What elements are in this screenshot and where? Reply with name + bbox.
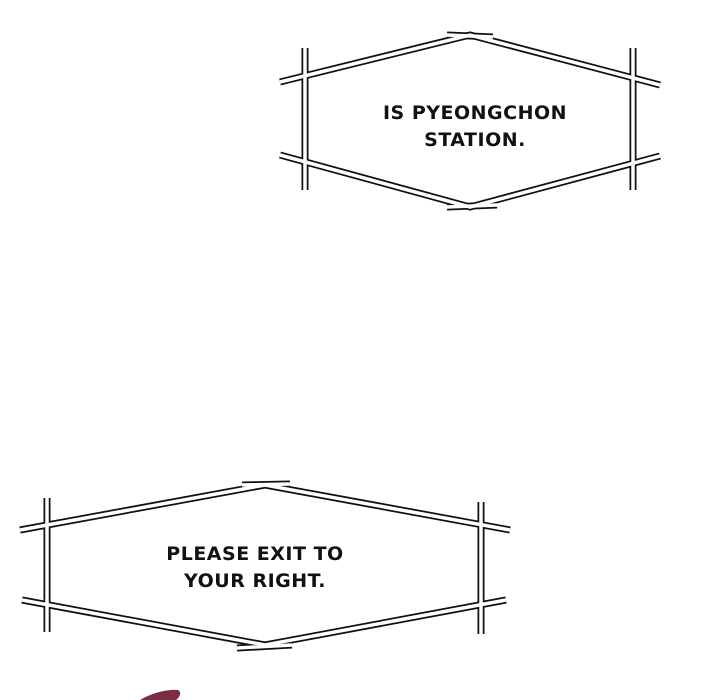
caption-1-line-2: STATION. xyxy=(424,129,526,151)
caption-box-1-frame xyxy=(279,31,661,211)
caption-1-line-1: IS PYEONGCHON xyxy=(382,102,568,124)
caption-box-2-frame xyxy=(19,480,511,652)
caption-2: PLEASE EXIT TO YOUR RIGHT. xyxy=(110,541,400,595)
maroon-shape xyxy=(140,689,181,700)
caption-2-line-1: PLEASE EXIT TO xyxy=(166,543,344,565)
caption-2-line-2: YOUR RIGHT. xyxy=(184,570,326,592)
caption-1: IS PYEONGCHON STATION. xyxy=(330,100,620,154)
